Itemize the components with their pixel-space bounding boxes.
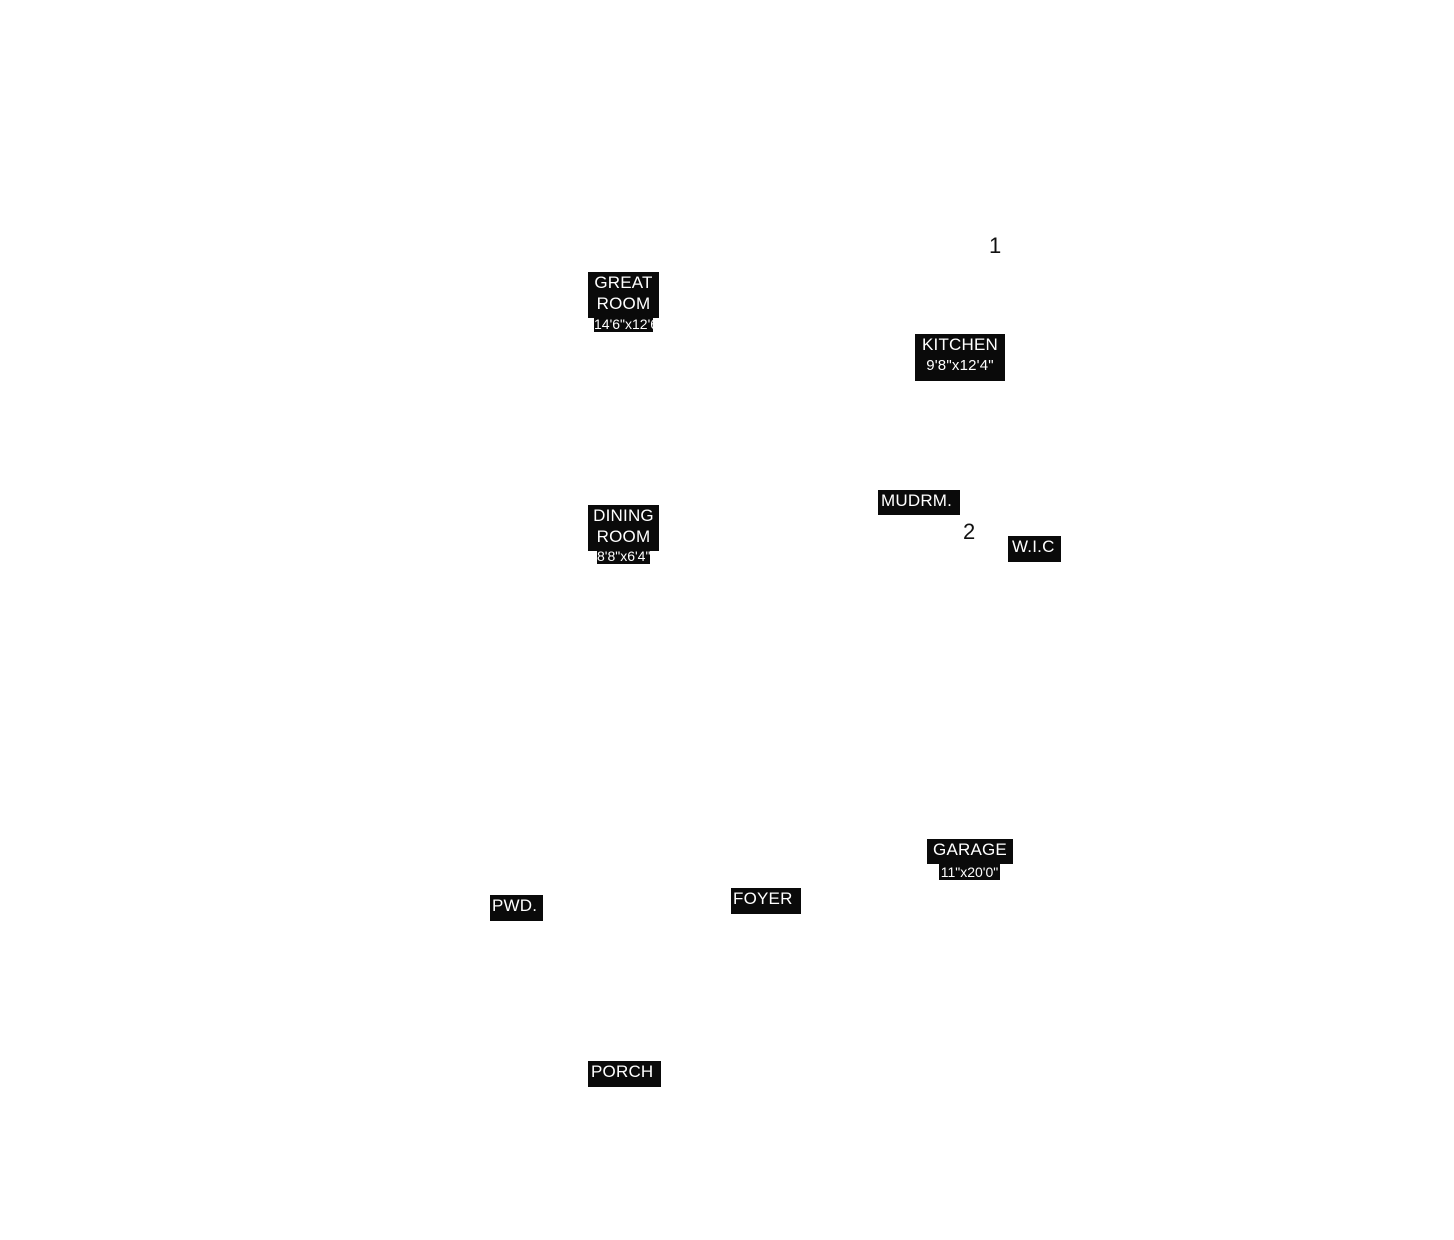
marker-2: 2 <box>963 519 976 544</box>
dining-room-name-line1: DINING <box>593 506 654 525</box>
marker-1: 1 <box>989 233 1002 258</box>
dining-room-dimensions: 8'8"x6'4" <box>597 548 650 564</box>
kitchen-label: KITCHEN 9'8"x12'4" <box>915 334 1005 381</box>
powder-room-label: PWD. <box>490 895 543 921</box>
great-room-name-line1: GREAT <box>594 273 653 292</box>
mudroom-label: MUDRM. <box>878 490 960 515</box>
garage-dimensions: 11"x20'0" <box>939 864 1000 880</box>
great-room-name-line2: ROOM <box>596 294 651 313</box>
wic-label: W.I.C <box>1008 536 1061 562</box>
dining-room-name-line2: ROOM <box>596 527 651 546</box>
great-room-dimensions: 14'6"x12'6" <box>594 316 653 332</box>
great-room-label: GREAT ROOM <box>588 272 659 318</box>
kitchen-name: KITCHEN <box>921 335 999 354</box>
kitchen-dimensions: 9'8"x12'4" <box>926 357 994 374</box>
porch-label: PORCH <box>588 1061 661 1087</box>
foyer-label: FOYER <box>731 888 801 914</box>
garage-label: GARAGE <box>927 839 1013 864</box>
dining-room-label: DINING ROOM <box>588 505 659 551</box>
